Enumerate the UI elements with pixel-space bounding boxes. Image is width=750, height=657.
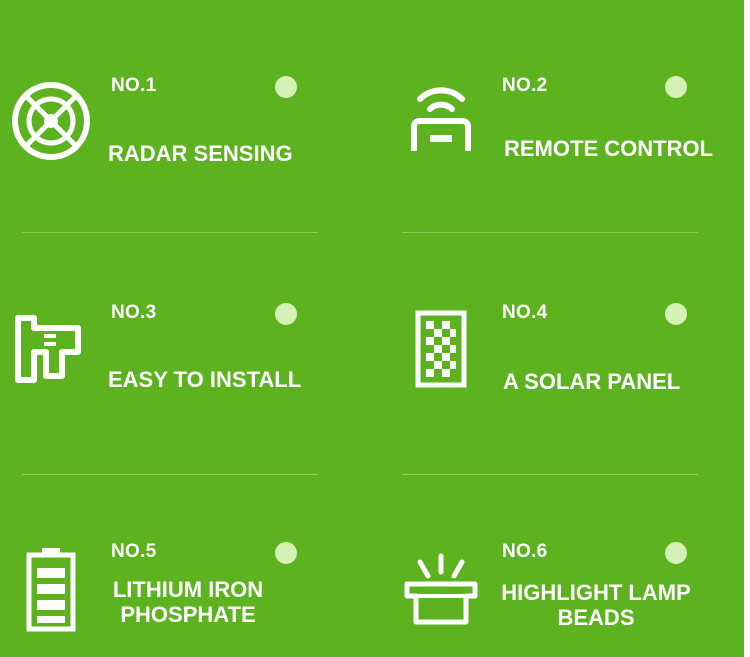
status-dot [665, 542, 687, 564]
solar-panel-icon [415, 310, 467, 388]
feature-label-line: BEADS [557, 605, 635, 630]
feature-label: HIGHLIGHT LAMP BEADS [486, 580, 706, 630]
status-dot [665, 76, 687, 98]
feature-number: NO.2 [502, 75, 548, 96]
feature-number: NO.3 [111, 302, 157, 323]
row-divider-left [22, 232, 318, 233]
feature-number: NO.1 [111, 75, 157, 96]
status-dot [275, 303, 297, 325]
lamp-beads-icon [404, 553, 478, 626]
radar-icon [10, 80, 92, 162]
feature-label: REMOTE CONTROL [504, 136, 713, 161]
row-divider-right [402, 232, 698, 233]
feature-label: EASY TO INSTALL [108, 367, 302, 392]
feature-label-line: PHOSPHATE [120, 602, 256, 627]
feature-number: NO.6 [502, 541, 548, 562]
feature-number: NO.5 [111, 541, 157, 562]
row-divider-left [22, 474, 318, 475]
status-dot [275, 542, 297, 564]
remote-control-icon [408, 85, 474, 155]
feature-label: A SOLAR PANEL [503, 369, 681, 394]
status-dot [275, 76, 297, 98]
feature-label-line: HIGHLIGHT LAMP [501, 580, 691, 605]
feature-label-line: LITHIUM IRON [112, 577, 264, 602]
row-divider-right [402, 474, 698, 475]
status-dot [665, 303, 687, 325]
feature-number: NO.4 [502, 302, 548, 323]
feature-label: RADAR SENSING [108, 141, 293, 166]
drill-icon [14, 314, 86, 383]
battery-icon [26, 546, 76, 632]
feature-label: LITHIUM IRON PHOSPHATE [100, 577, 276, 627]
